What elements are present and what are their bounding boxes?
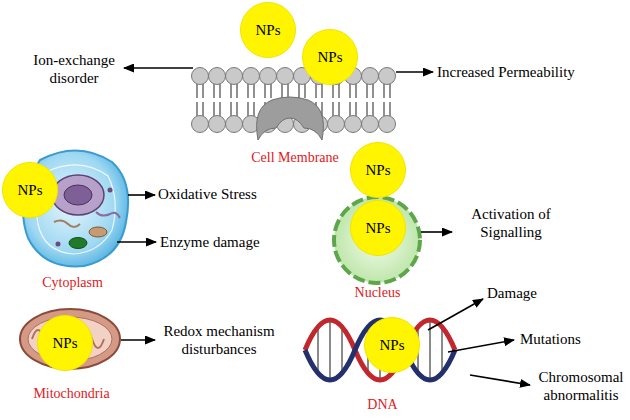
nanoparticle-fill bbox=[351, 201, 406, 256]
leader-arrow bbox=[421, 231, 452, 233]
nanoparticle-circle: NPs bbox=[37, 315, 93, 371]
phospholipid-bilayer bbox=[277, 68, 294, 99]
nanoparticle-circle: NPs bbox=[364, 317, 420, 373]
leader-arrow bbox=[470, 375, 530, 385]
cytoplasm-cell bbox=[69, 238, 87, 249]
phospholipid-bilayer bbox=[362, 68, 379, 99]
nanoparticle-fill bbox=[3, 163, 58, 218]
leader-arrow bbox=[428, 299, 483, 330]
cytoplasm-cell bbox=[108, 188, 113, 193]
nanoparticle-circle: NPs bbox=[2, 162, 58, 218]
nanoparticle-circle: NPs bbox=[350, 200, 406, 256]
phospholipid-bilayer bbox=[192, 68, 209, 99]
phospholipid-bilayer bbox=[243, 68, 260, 99]
effect-label: Damage bbox=[487, 284, 537, 302]
particle-label: NPs bbox=[379, 337, 404, 354]
cytoplasm-cell bbox=[96, 212, 120, 218]
cell-part: MitochondriaNPs bbox=[18, 305, 125, 402]
membrane-protein bbox=[257, 97, 324, 140]
cytoplasm-cell bbox=[89, 227, 107, 237]
cytoplasm-cell bbox=[52, 175, 104, 215]
part-name: DNA bbox=[270, 397, 495, 413]
phospholipid-bilayer bbox=[379, 102, 396, 133]
leader-arrow bbox=[117, 241, 156, 243]
cell-part: CytoplasmNPs bbox=[15, 145, 130, 291]
phospholipid-bilayer bbox=[226, 102, 243, 133]
dna-helix bbox=[317, 327, 319, 373]
nanoparticle-fill bbox=[365, 318, 420, 373]
effect-label: Redox mechanism disturbances bbox=[156, 322, 282, 358]
phospholipid-bilayer bbox=[209, 102, 226, 133]
leader-arrow bbox=[124, 67, 193, 69]
phospholipid-bilayer bbox=[345, 102, 362, 133]
nanoparticle-fill bbox=[351, 143, 406, 198]
particle-label: NPs bbox=[365, 220, 390, 237]
particle-label: NPs bbox=[52, 335, 77, 352]
effect-label: Mutations bbox=[520, 330, 581, 348]
effect-label: Increased Permeability bbox=[437, 63, 575, 81]
nanoparticle-circle: NPs bbox=[302, 29, 358, 85]
leader-arrow bbox=[396, 71, 433, 73]
part-name: Mitochondria bbox=[0, 386, 155, 402]
leader-arrow bbox=[121, 339, 155, 341]
phospholipid-bilayer bbox=[209, 68, 226, 99]
phospholipid-bilayer bbox=[260, 68, 277, 99]
particle-label: NPs bbox=[17, 182, 42, 199]
effect-label: Activation of Signalling bbox=[455, 205, 567, 241]
particle-label: NPs bbox=[255, 22, 280, 39]
cytoplasm-cell bbox=[56, 242, 61, 247]
particle-label: NPs bbox=[365, 162, 390, 179]
cell-part: DNANPs bbox=[300, 305, 465, 413]
effect-label: Chromosomal abnormalitis bbox=[533, 368, 629, 404]
nanoparticle-fill bbox=[38, 316, 93, 371]
leader-arrow bbox=[128, 194, 155, 196]
phospholipid-bilayer bbox=[362, 102, 379, 133]
part-name: Cytoplasm bbox=[0, 275, 160, 291]
phospholipid-bilayer bbox=[226, 68, 243, 99]
effect-label: Ion-exchange disorder bbox=[22, 51, 126, 87]
cytoplasm-cell bbox=[64, 185, 92, 205]
cytoplasm-cell bbox=[54, 220, 80, 227]
nanoparticle-fill bbox=[241, 3, 296, 58]
cell-part: NucleusNPsNPs bbox=[330, 195, 425, 301]
particle-label: NPs bbox=[317, 49, 342, 66]
nucleus-envelope bbox=[334, 197, 420, 283]
nucleus-envelope bbox=[334, 197, 420, 283]
leader-arrow bbox=[448, 340, 514, 352]
dna-helix bbox=[329, 320, 331, 380]
leader-arrow bbox=[117, 68, 530, 385]
part-name: Nucleus bbox=[300, 285, 455, 301]
phospholipid-bilayer bbox=[328, 102, 345, 133]
nanoparticle-circle: NPs bbox=[350, 142, 406, 198]
nanoparticle-circle: NPs bbox=[240, 2, 296, 58]
dna-helix bbox=[441, 327, 443, 373]
effect-label: Enzyme damage bbox=[160, 233, 260, 251]
effect-label: Oxidative Stress bbox=[158, 185, 257, 203]
dna-helix bbox=[341, 327, 343, 373]
nanoparticle-fill bbox=[303, 30, 358, 85]
phospholipid-bilayer bbox=[192, 102, 209, 133]
phospholipid-bilayer bbox=[379, 68, 396, 99]
